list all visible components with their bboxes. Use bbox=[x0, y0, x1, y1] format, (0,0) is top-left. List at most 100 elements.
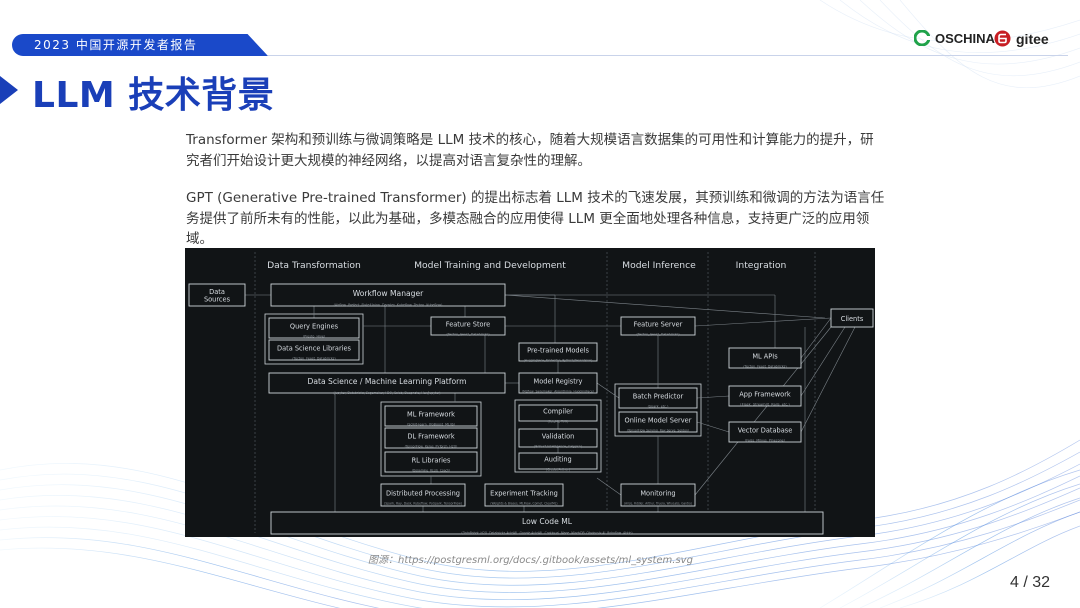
header-divider bbox=[268, 55, 1068, 56]
box-sublabel: (Faiss, Milvus, Pinecone) bbox=[745, 438, 785, 442]
connector-line bbox=[694, 326, 832, 496]
box-frame bbox=[620, 483, 696, 507]
box-label: Data Science / Machine Learning Platform bbox=[308, 377, 467, 386]
box-label: Distributed Processing bbox=[386, 489, 460, 497]
oschina-logo: OSCHINA bbox=[914, 30, 995, 46]
box-label: Model Registry bbox=[534, 377, 583, 385]
diagram-box-rl-libraries: RL Libraries(Dopamine, RLLib, Coach) bbox=[384, 451, 478, 473]
box-sublabel: (Presto, Hive) bbox=[303, 334, 325, 338]
box-sublabel: (Tecton, Feast, Databricks) bbox=[636, 332, 679, 336]
group-frame bbox=[514, 399, 602, 473]
connector-line bbox=[596, 382, 620, 399]
box-sublabel: (Tecton, Feast, Databricks) bbox=[292, 356, 335, 360]
box-frame bbox=[518, 452, 598, 470]
box-frame bbox=[384, 427, 478, 449]
diagram-box-monitoring: Monitoring (Arize, Fiddler, Arthur, Truer… bbox=[620, 483, 696, 507]
gitee-logo-icon bbox=[994, 30, 1011, 47]
box-sublabel: (OctoML, TVM) bbox=[548, 419, 569, 423]
box-label: Data bbox=[209, 288, 225, 296]
column-header: Data Transformation bbox=[267, 260, 361, 271]
diagram-box-experiment-tracking: Experiment Tracking (Weights & Biases, ML… bbox=[484, 483, 564, 507]
report-label: 2023 中国开源开发者报告 bbox=[34, 38, 198, 52]
box-label: Experiment Tracking bbox=[490, 489, 558, 497]
box-label: Clients bbox=[841, 315, 864, 323]
diagram-box-low-code-ml: Low Code ML(DataRobot, H2O, Databricks A… bbox=[270, 511, 824, 535]
box-label: DL Framework bbox=[407, 432, 455, 440]
box-sublabel: (Flask, Streamlit, Rails, etc.) bbox=[740, 402, 790, 406]
box-label: Validation bbox=[542, 432, 575, 440]
column-header: Integration bbox=[736, 260, 787, 271]
oschina-logo-text: OSCHINA bbox=[935, 30, 995, 46]
box-label: Low Code ML bbox=[522, 517, 573, 526]
oschina-logo-icon bbox=[914, 30, 930, 46]
diagram-box-distributed-processing: Distributed Processing (Spark, Ray, Dask,… bbox=[380, 483, 466, 507]
diagram-box-batch-predictor: Batch Predictor (Spark, etc.) bbox=[618, 387, 698, 409]
box-sublabel: (Jupyter, Databricks, Sagemaker, H2O, Co… bbox=[333, 391, 440, 395]
box-frame bbox=[188, 283, 246, 307]
diagram-box-ds-ml-platform: Data Science / Machine Learning Platform… bbox=[268, 372, 506, 395]
diagram-box-model-registry: Model Registry(MLflow, Sagemaker, Algori… bbox=[518, 372, 598, 394]
page-title: LLM 技术背景 bbox=[32, 75, 275, 116]
ml-system-diagram-svg: Data Transformation Model Training and De… bbox=[188, 252, 874, 535]
diagram-box-ml-framework: ML Framework (Scikit-learn, XGBoost, MLli… bbox=[384, 405, 478, 427]
column-header: Model Training and Development bbox=[414, 260, 566, 271]
box-label: Vector Database bbox=[738, 426, 793, 434]
box-frame bbox=[384, 405, 478, 427]
box-label: App Framework bbox=[739, 390, 791, 398]
box-label: Online Model Server bbox=[625, 416, 692, 424]
connector-line bbox=[696, 421, 730, 433]
box-label: ML Framework bbox=[407, 410, 455, 418]
box-frame bbox=[268, 317, 360, 339]
diagram-box-online-model-server: Online Model Server (TensorFlow Serving, … bbox=[618, 411, 698, 433]
box-sublabel: (Airflow, Prefect, Flyte/Union, Dagster,… bbox=[334, 303, 443, 307]
connector-line bbox=[694, 317, 832, 327]
box-label: Monitoring bbox=[640, 489, 675, 497]
box-sublabel: (Tecton, Feast, Databricks) bbox=[743, 364, 786, 368]
gitee-logo-text: gitee bbox=[1016, 30, 1049, 47]
box-label: Workflow Manager bbox=[353, 289, 424, 298]
box-sublabel: (Credo, Arthur) bbox=[546, 467, 570, 471]
box-frame bbox=[728, 347, 802, 369]
diagram-box-clients: Clients bbox=[830, 308, 874, 328]
diagram-box-validation: Validation(Robust Intelligence, Calypso) bbox=[518, 428, 598, 448]
box-frame bbox=[728, 421, 802, 443]
box-label: Feature Server bbox=[634, 320, 683, 328]
diagram-box-ds-libraries: Data Science Libraries (Tecton, Feast, Da… bbox=[268, 339, 360, 361]
title-arrow-icon bbox=[0, 76, 18, 104]
box-frame bbox=[618, 411, 698, 433]
connector-line bbox=[800, 326, 846, 397]
diagram-box-dl-framework: DL Framework (TensorFlow, Keras, PyTorch,… bbox=[384, 427, 478, 449]
box-sublabel: (Spark, etc.) bbox=[648, 404, 669, 408]
box-sublabel: (TensorFlow Serving, Ray Serve, Seldon) bbox=[627, 428, 689, 432]
connector-line bbox=[696, 395, 730, 399]
box-sublabel: (Spark, Ray, Dask, Kubeflow, PySpark, Te… bbox=[384, 501, 462, 505]
box-frame bbox=[620, 316, 696, 336]
diagram-box-workflow-manager: Workflow Manager (Airflow, Prefect, Flyte… bbox=[270, 283, 506, 307]
diagram-box-feature-store: Feature Store(Tecton, Feast, Databricks) bbox=[430, 316, 506, 336]
report-ribbon: 2023 中国开源开发者报告 bbox=[12, 34, 268, 56]
box-frame bbox=[518, 404, 598, 422]
diagram-box-vector-database: Vector Database (Faiss, Milvus, Pinecone) bbox=[728, 421, 802, 443]
diagram-box-auditing: Auditing(Credo, Arthur) bbox=[518, 452, 598, 471]
box-label: Pre-trained Models bbox=[527, 346, 589, 354]
connector-line bbox=[504, 294, 826, 319]
gitee-logo: gitee bbox=[994, 30, 1049, 47]
box-sublabel: (TensorFlow, Keras, PyTorch, H2O) bbox=[405, 444, 458, 448]
box-label: Batch Predictor bbox=[633, 392, 684, 400]
box-sublabel: (Weights & Biases, MLFlow, Comet, ClearM… bbox=[490, 501, 557, 505]
column-header: Model Inference bbox=[622, 260, 696, 271]
box-frame bbox=[518, 428, 598, 448]
box-label: Data Science Libraries bbox=[277, 344, 352, 352]
box-frame bbox=[268, 372, 506, 394]
box-frame bbox=[268, 339, 360, 361]
box-sublabel: (Scikit-learn, XGBoost, MLlib) bbox=[407, 422, 455, 426]
box-frame bbox=[728, 385, 802, 407]
box-sublabel: (Arize, Fiddler, Arthur, Truera, WhyLabs… bbox=[624, 501, 692, 505]
box-frame bbox=[430, 316, 506, 336]
connector-line bbox=[800, 317, 832, 359]
box-frame bbox=[270, 511, 824, 535]
connector-line bbox=[596, 477, 622, 496]
diagram-box-query-engines: Query Engines(Presto, Hive) bbox=[268, 317, 360, 339]
